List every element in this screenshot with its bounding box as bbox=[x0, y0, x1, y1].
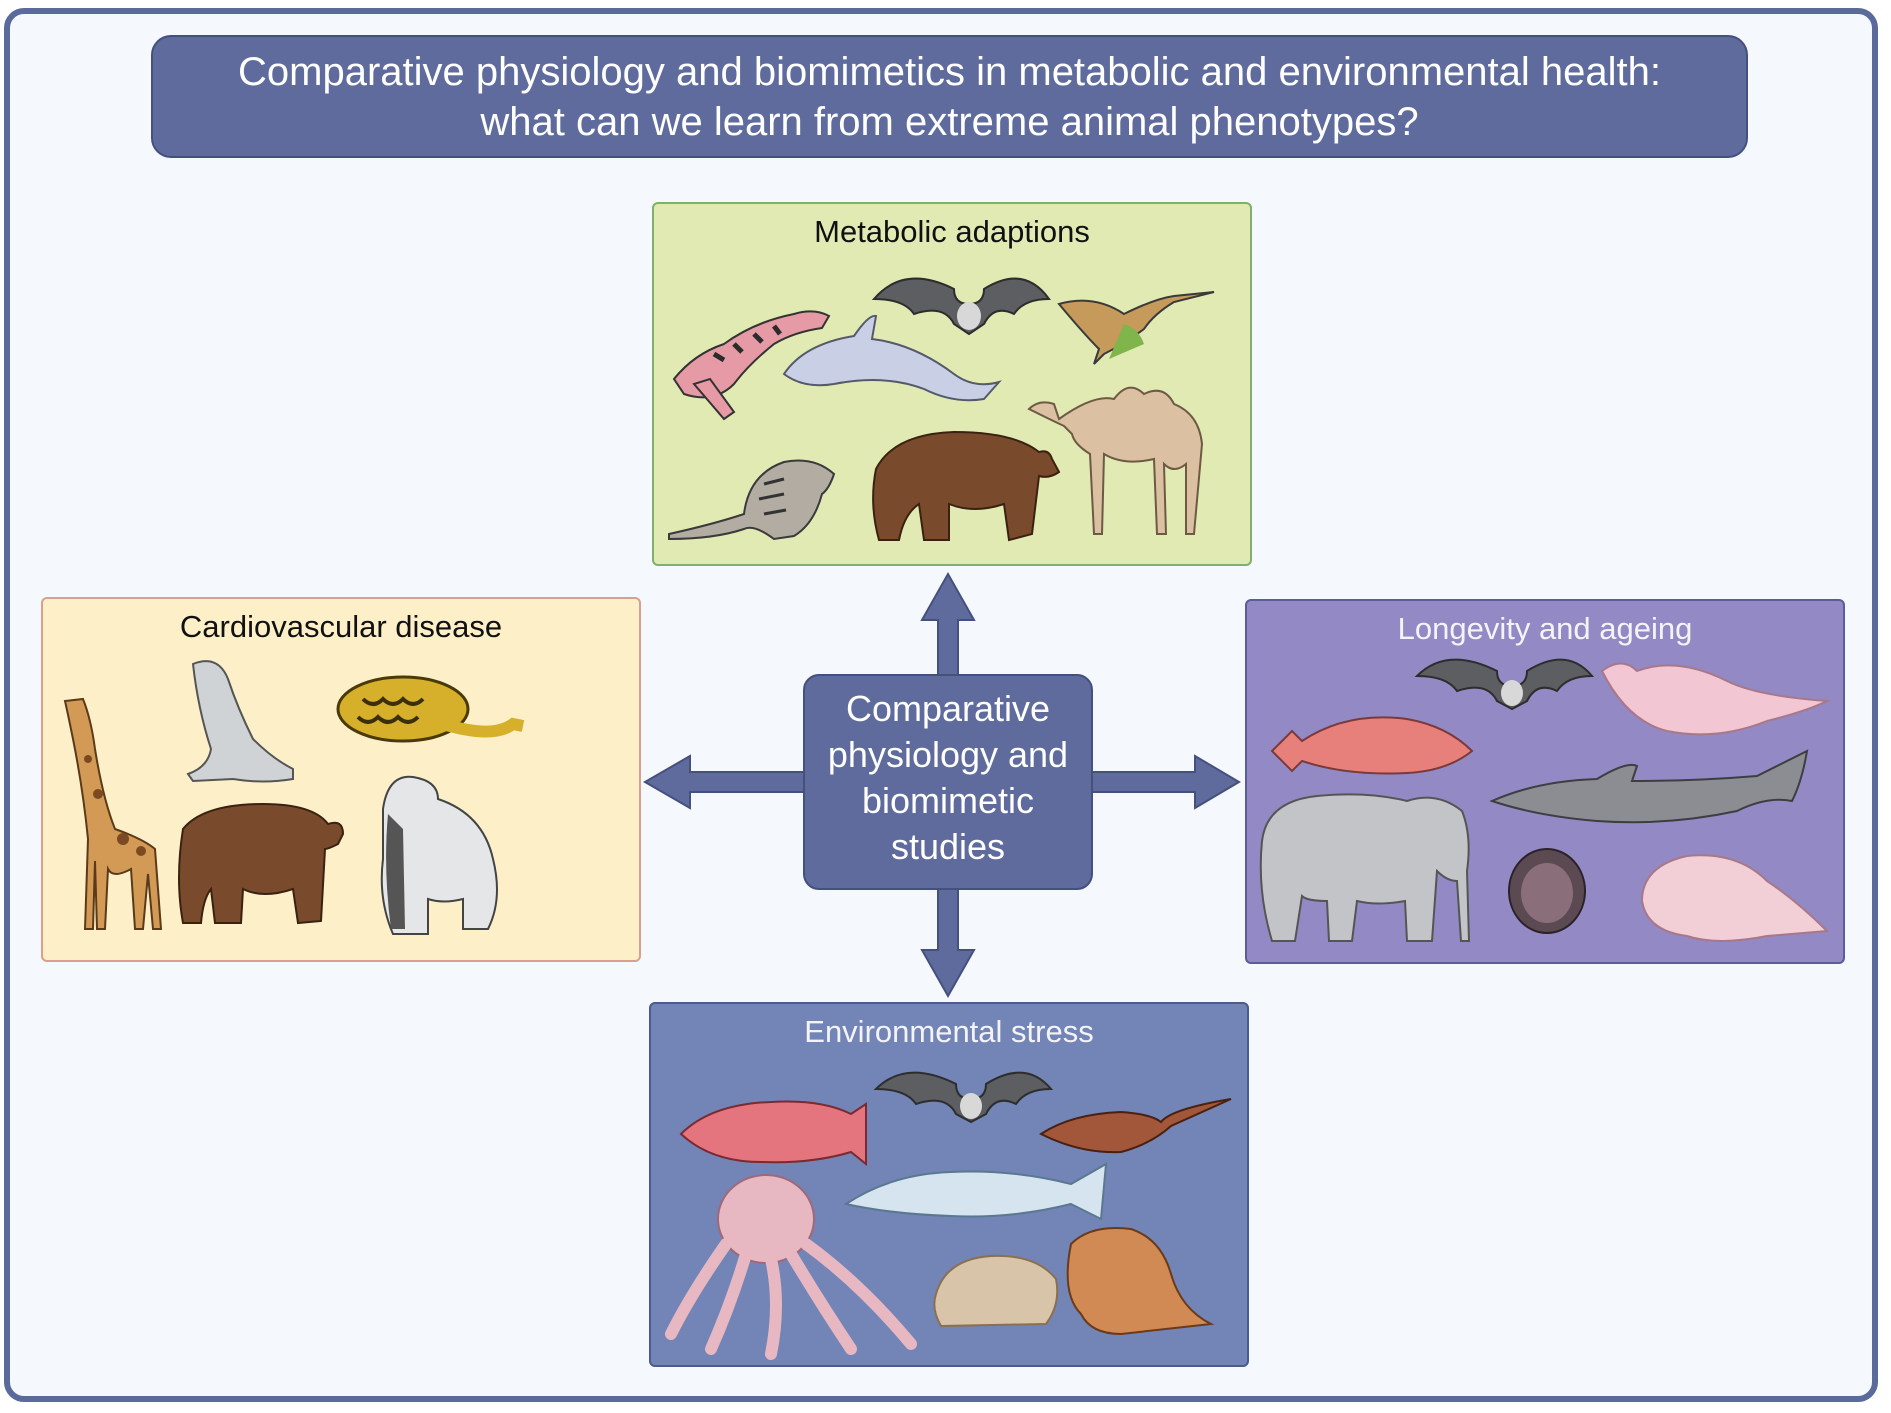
gila-monster-icon bbox=[672, 310, 831, 421]
panel-title-cardiovascular: Cardiovascular disease bbox=[179, 609, 503, 644]
frog-icon bbox=[1066, 1227, 1215, 1336]
brown-bear-icon bbox=[872, 430, 1061, 542]
cardiovascular-animals-illustration bbox=[63, 660, 525, 935]
center-line-3: biomimetic bbox=[861, 780, 1035, 821]
center-line-4: studies bbox=[890, 826, 1006, 867]
panel-longevity-and-ageing: Longevity and ageing bbox=[1245, 599, 1845, 964]
metabolic-animals-illustration bbox=[668, 277, 1215, 542]
panel-title-longevity: Longevity and ageing bbox=[1397, 611, 1693, 646]
tardigrade-icon bbox=[933, 1254, 1059, 1328]
environmental-animals-illustration bbox=[665, 1071, 1232, 1360]
camel-icon bbox=[1027, 386, 1204, 535]
clam-icon bbox=[1508, 848, 1586, 934]
arrow-up bbox=[920, 571, 976, 677]
arrow-left bbox=[643, 754, 806, 810]
brown-bear-icon bbox=[178, 802, 345, 925]
gorilla-icon bbox=[380, 775, 498, 935]
rockfish-icon bbox=[1270, 716, 1474, 775]
octopus-icon bbox=[665, 1174, 917, 1360]
cockroach-icon bbox=[1039, 1098, 1232, 1154]
dolphin-icon bbox=[782, 314, 1002, 402]
bat-icon bbox=[873, 1071, 1054, 1124]
naked-mole-rat-icon bbox=[1640, 854, 1830, 942]
ground-squirrel-icon bbox=[668, 459, 836, 541]
title-line-1: Comparative physiology and biomimetics i… bbox=[238, 50, 1661, 94]
seal-icon bbox=[186, 660, 294, 783]
center-line-1: Comparative bbox=[845, 688, 1051, 729]
bat-icon bbox=[871, 277, 1051, 336]
title-line-2: what can we learn from extreme animal ph… bbox=[480, 100, 1419, 144]
pink-fish-icon bbox=[1600, 662, 1831, 736]
center-line-2: physiology and bbox=[827, 734, 1069, 775]
snake-icon bbox=[336, 675, 525, 743]
center-comparative-physiology-box: Comparative physiology and biomimetic st… bbox=[803, 674, 1093, 890]
elephant-icon bbox=[1259, 793, 1471, 942]
panel-environmental-stress: Environmental stress bbox=[649, 1002, 1249, 1367]
panel-cardiovascular-disease: Cardiovascular disease bbox=[41, 597, 641, 962]
killifish-icon bbox=[679, 1100, 867, 1167]
arrow-right bbox=[1090, 754, 1241, 810]
diagram-title: Comparative physiology and biomimetics i… bbox=[151, 35, 1748, 158]
longevity-animals-illustration bbox=[1259, 658, 1831, 942]
panel-title-metabolic: Metabolic adaptions bbox=[814, 214, 1090, 249]
icefish-icon bbox=[843, 1162, 1108, 1221]
hummingbird-icon bbox=[1057, 291, 1215, 365]
giraffe-icon bbox=[63, 697, 163, 930]
panel-title-environmental: Environmental stress bbox=[804, 1014, 1094, 1049]
panel-metabolic-adaptions: Metabolic adaptions bbox=[652, 202, 1252, 566]
shark-icon bbox=[1489, 749, 1809, 824]
bat-icon bbox=[1414, 658, 1595, 711]
arrow-down bbox=[920, 887, 976, 999]
